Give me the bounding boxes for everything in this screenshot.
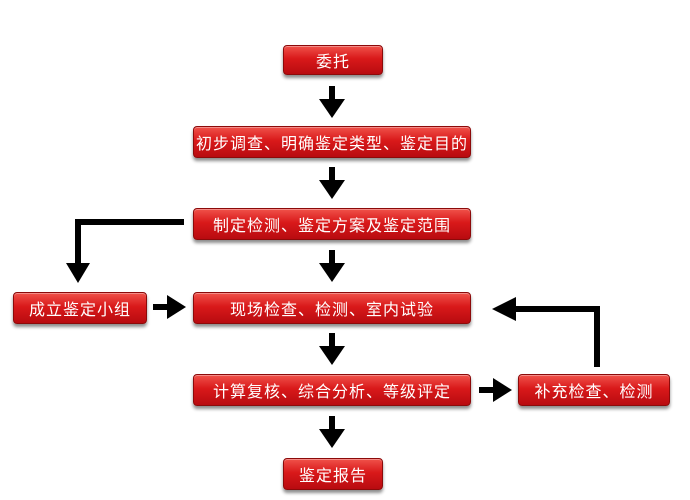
node-calculation: 计算复核、综合分析、等级评定: [193, 374, 471, 406]
node-form-team: 成立鉴定小组: [13, 292, 147, 324]
node-initial-survey: 初步调查、明确鉴定类型、鉴定目的: [193, 126, 471, 158]
arrow-calc-to-report: [319, 416, 345, 448]
node-field-test: 现场检查、检测、室内试验: [193, 292, 471, 324]
arrow-initial-to-plan: [319, 167, 345, 199]
node-supplementary-label: 补充检查、检测: [534, 382, 654, 401]
node-commission-label: 委托: [315, 52, 350, 71]
node-form-team-label: 成立鉴定小组: [28, 300, 131, 319]
arrow-team-to-field: [153, 295, 186, 319]
node-calculation-label: 计算复核、综合分析、等级评定: [212, 382, 451, 401]
node-plan-label: 制定检测、鉴定方案及鉴定范围: [212, 216, 451, 235]
arrow-field-to-calc: [319, 333, 345, 365]
node-report-label: 鉴定报告: [298, 466, 367, 485]
node-commission: 委托: [283, 45, 383, 75]
arrow-supplementary-to-field: [492, 297, 600, 367]
node-supplementary: 补充检查、检测: [518, 374, 670, 406]
node-field-test-label: 现场检查、检测、室内试验: [229, 300, 434, 319]
arrow-plan-to-field: [319, 250, 345, 282]
arrow-commission-to-initial: [319, 86, 345, 118]
arrow-plan-to-team: [66, 219, 184, 283]
arrow-calc-to-supplementary: [479, 378, 512, 402]
node-initial-survey-label: 初步调查、明确鉴定类型、鉴定目的: [195, 134, 468, 153]
node-plan: 制定检测、鉴定方案及鉴定范围: [193, 208, 471, 240]
node-report: 鉴定报告: [283, 458, 383, 490]
